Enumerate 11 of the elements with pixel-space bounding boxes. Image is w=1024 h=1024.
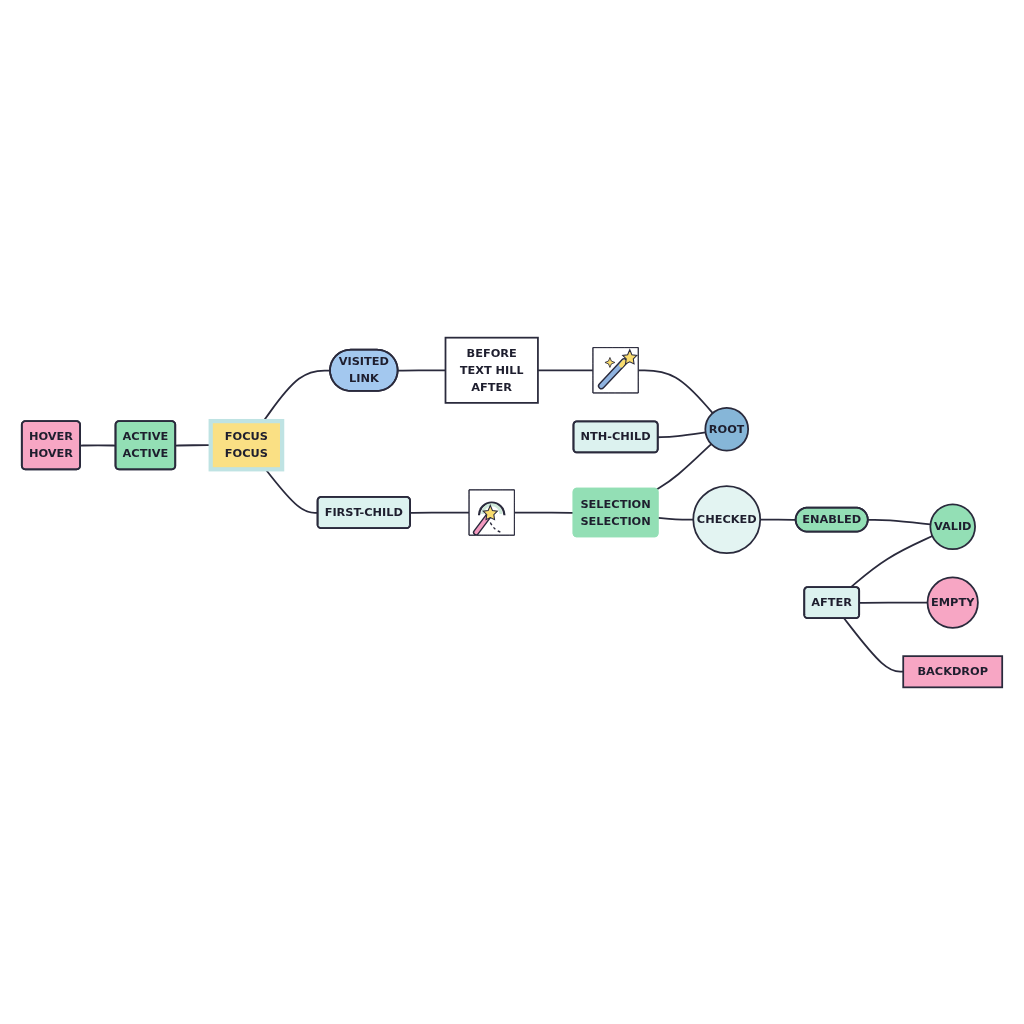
node-box: BEFORE TEXT HILL AFTER	[444, 336, 539, 404]
node-circle: EMPTY	[926, 576, 979, 629]
node-box: BACKDROP	[902, 654, 1004, 688]
node-circle: VALID	[929, 502, 976, 550]
connector	[537, 368, 594, 371]
connector	[637, 368, 714, 414]
connector	[849, 534, 934, 588]
node-circle: ROOT	[704, 406, 750, 452]
connector	[655, 442, 713, 490]
node-circle: CHECKED	[692, 484, 762, 554]
node-box: FOCUS FOCUS	[208, 418, 285, 471]
